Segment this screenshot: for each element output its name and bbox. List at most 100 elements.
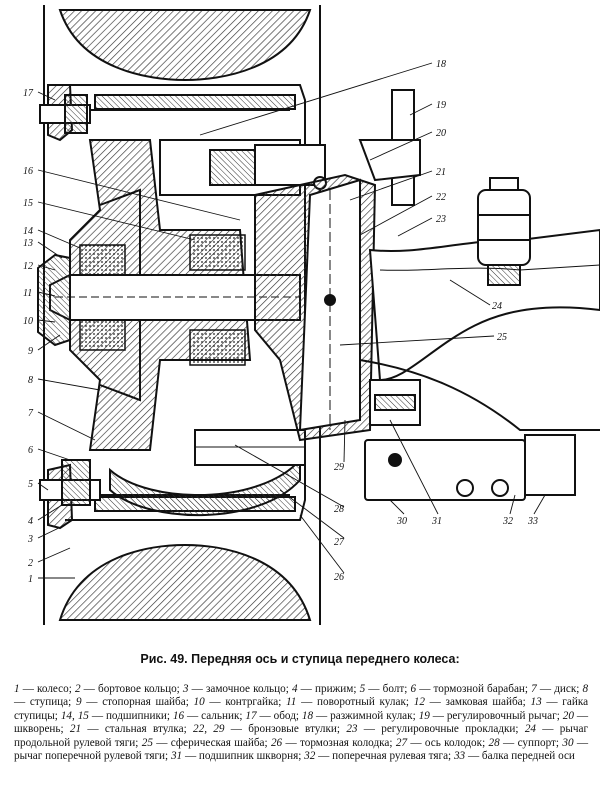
legend-number: 32 (304, 750, 316, 763)
legend-item: 3 — замочное кольцо (182, 683, 286, 695)
legend-text: гайка ступицы (14, 696, 589, 722)
callout-17: 17 (23, 88, 34, 99)
legend-text: рычаг поперечной рулевой тяги (14, 750, 166, 763)
legend-number: 12 (413, 696, 425, 709)
callout-2: 2 (28, 558, 33, 569)
legend-item: 30 — рычаг поперечной рулевой тяги (14, 736, 589, 763)
legend-text: болт (382, 683, 405, 695)
callout-12: 12 (23, 261, 33, 272)
legend-item: 1 — колесо (14, 683, 69, 695)
legend-number: 28 (488, 736, 500, 749)
callout-21: 21 (436, 167, 446, 178)
axle-beam (359, 228, 600, 431)
legend-text: рычаг продольной рулевой тяги (14, 723, 589, 749)
legend-item: 19 — регулировочный рычаг (418, 709, 557, 722)
legend-item: 25 — сферическая шайба (141, 736, 265, 749)
legend-text: замковая шайба (445, 696, 523, 709)
legend-number: 5 (359, 683, 366, 695)
legend-number: 8 (582, 683, 589, 695)
legend-item: 26 — тормозная колодка (270, 736, 390, 749)
leader-lines (37, 62, 546, 579)
figure-caption: Рис. 49. Передняя ось и ступица переднег… (140, 652, 460, 666)
legend-text: балка передней оси (481, 750, 575, 763)
legend-number: 21 (69, 723, 82, 736)
legend-item: 14, 15 — подшипники (60, 709, 167, 722)
legend-number: 14, 15 (60, 709, 89, 722)
legend-text: тормозной барабан (433, 683, 525, 695)
legend-number: 3 (182, 683, 189, 695)
legend-item: 31 — подшипник шкворня (170, 750, 299, 763)
legend-text: подшипник шкворня (198, 750, 299, 763)
legend-text: контргайка (225, 696, 279, 709)
legend-number: 17 (245, 709, 257, 722)
legend-item: 10 — контргайка (193, 696, 279, 709)
legend-text: прижим (314, 683, 354, 695)
legend-text: колесо (37, 683, 69, 695)
callout-28: 28 (334, 504, 344, 515)
legend-number: 30 (562, 736, 574, 749)
callout-8: 8 (28, 375, 33, 386)
callout-22: 22 (436, 192, 446, 203)
legend-item: 11 — поворотный кулак (286, 696, 406, 709)
legend-number: 9 (75, 696, 82, 709)
upper-bolt (39, 94, 91, 134)
callout-30: 30 (396, 516, 407, 527)
legend-number: 2 (74, 683, 81, 695)
technical-drawing: 1 2 3 4 5 6 7 8 9 10 11 12 13 14 15 16 1… (23, 5, 600, 625)
legend-item: 2 — бортовое кольцо (74, 683, 177, 695)
callout-23: 23 (436, 214, 446, 225)
legend-item: 21 — стальная втулка (69, 723, 184, 736)
legend-text: шкворень (14, 723, 61, 736)
callout-16: 16 (23, 166, 33, 177)
legend-text: замочное кольцо (205, 683, 286, 695)
legend-item: 9 — стопорная шайба (75, 696, 186, 709)
callout-25: 25 (497, 332, 507, 343)
callout-5: 5 (28, 479, 33, 490)
legend-item: 4 — прижим (291, 683, 354, 695)
legend-text: обод (273, 709, 296, 722)
legend-number: 23 (346, 723, 358, 736)
wheel-bolt (39, 459, 101, 506)
legend-number: 11 (286, 696, 297, 709)
callout-20: 20 (436, 128, 446, 139)
callout-6: 6 (28, 445, 33, 456)
legend-number: 33 (453, 750, 466, 763)
callout-32: 32 (502, 516, 513, 527)
legend-number: 26 (270, 736, 283, 749)
callout-4: 4 (28, 516, 33, 527)
figure-legend: 1 — колесо; 2 — бортовое кольцо; 3 — зам… (14, 683, 589, 763)
callouts: 1 2 3 4 5 6 7 8 9 10 11 12 13 14 15 16 1… (23, 59, 538, 585)
legend-item: 8 — ступица (14, 683, 589, 709)
callout-13: 13 (23, 238, 33, 249)
legend-text: суппорт (517, 736, 556, 749)
legend-number: 18 (301, 709, 314, 722)
legend-item: 28 — суппорт (488, 736, 556, 749)
legend-text: подшипники (105, 709, 167, 722)
legend-text: регулировочный рычаг (446, 709, 557, 722)
legend-number: 13 (530, 696, 542, 709)
legend-text: поворотный кулак (317, 696, 406, 709)
legend-text: разжимной кулак (330, 709, 413, 722)
legend-item: 5 — болт (359, 683, 405, 695)
legend-text: диск (554, 683, 577, 695)
legend-number: 31 (170, 750, 183, 763)
callout-31: 31 (431, 516, 442, 527)
legend-number: 6 (410, 683, 417, 695)
legend-number: 25 (141, 736, 153, 749)
callout-26: 26 (334, 572, 344, 583)
air-chamber (477, 177, 531, 286)
legend-text: регулировочные прокладки (381, 723, 516, 736)
legend-item: 22, 29 — бронзовые втулки (193, 723, 337, 736)
bearings (79, 234, 246, 366)
legend-text: бронзовые втулки (248, 723, 337, 736)
legend-number: 19 (418, 709, 430, 722)
legend-text: поперечная рулевая тяга (332, 750, 449, 763)
legend-text: ступица (29, 696, 69, 709)
callout-33: 33 (527, 516, 538, 527)
callout-19: 19 (436, 100, 446, 111)
callout-11: 11 (23, 288, 32, 299)
legend-item: 24 — рычаг продольной рулевой тяги (14, 723, 589, 749)
callout-9: 9 (28, 346, 33, 357)
cross-rod (364, 434, 576, 501)
callout-14: 14 (23, 226, 33, 237)
